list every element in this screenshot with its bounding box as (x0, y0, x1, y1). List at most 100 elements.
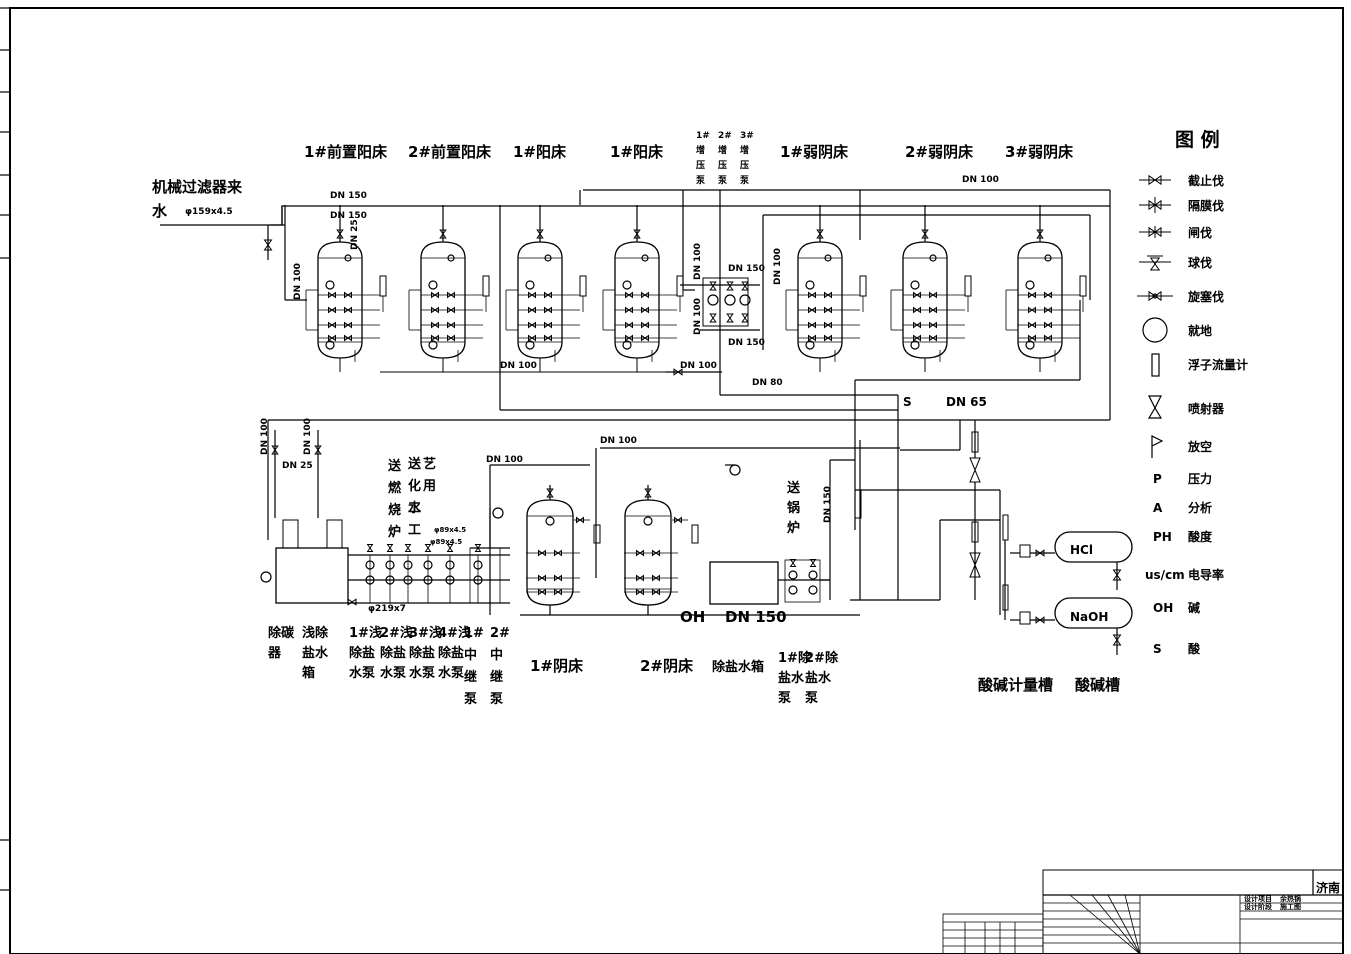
legend-symbol: OH (1153, 601, 1173, 615)
destination-label: 水 (408, 500, 422, 516)
bed-title: 2#前置阳床 (408, 143, 492, 161)
booster-pump-label: 泵 (718, 175, 728, 186)
booster-pump-label: 压 (740, 160, 749, 171)
equipment-label: 酸碱计量槽 (978, 676, 1053, 694)
booster-pump-label: 增 (718, 144, 727, 156)
pump-label: 2#浅 (380, 625, 413, 641)
pump-label: 除盐 (409, 645, 435, 661)
destination-label: 送 (786, 480, 801, 496)
destination-label: 工 (408, 523, 421, 538)
legend-symbol: us/cm (1145, 568, 1185, 582)
legend-symbol: PH (1153, 530, 1172, 544)
booster-pump-label: 3# (740, 131, 754, 141)
destination-label: 送 (407, 456, 422, 472)
pipe-label: DN 100 (693, 298, 703, 335)
destination-label: 燃 (388, 480, 402, 496)
equipment-label: 除碳 (268, 625, 295, 641)
destination-label: 送 (387, 458, 402, 474)
bed-title: 1#阳床 (513, 143, 567, 161)
bed-title: 1#前置阳床 (304, 143, 388, 161)
pipe-label: φ89x4.5 (434, 526, 466, 534)
booster-pump-label: 2# (718, 131, 732, 141)
bed-title: 1#弱阴床 (780, 143, 849, 161)
legend-item-label: 电导率 (1188, 567, 1224, 582)
booster-pump-label: 增 (740, 144, 749, 156)
pump-label: 1# (464, 626, 484, 641)
legend-item-label: 闸伐 (1188, 225, 1212, 240)
booster-pump-label: 1# (696, 131, 710, 141)
legend-item-label: 截止伐 (1188, 173, 1224, 188)
bed-title: 1#阴床 (530, 657, 584, 675)
equipment-label: 浅除 (302, 625, 329, 641)
legend-item-label: 浮子流量计 (1188, 357, 1248, 372)
pipe-label: φ159x4.5 (185, 207, 233, 217)
pipe-label: DN 100 (680, 361, 717, 371)
pipe-label: DN 65 (946, 395, 987, 409)
pipe-label: DN 150 (728, 338, 765, 348)
pipe-label: DN 150 (725, 608, 787, 626)
pump-label: 泵 (464, 692, 477, 707)
title-block-value: 余热锅 (1279, 894, 1301, 903)
legend-item-label: 放空 (1187, 439, 1212, 454)
legend-item-label: 旋塞伐 (1187, 289, 1224, 304)
title-block-label: 设计项目 (1244, 894, 1272, 903)
title-block-value: 施工图 (1280, 902, 1301, 911)
destination-label: 锅 (787, 500, 800, 516)
pipe-label: DN 100 (486, 455, 523, 465)
source-label: 机械过滤器来 (152, 178, 243, 196)
pipe-label: DN 80 (752, 378, 783, 388)
pump-label: 3#浅 (409, 625, 442, 641)
bed-title: 3#弱阴床 (1005, 143, 1074, 161)
equipment-label: 箱 (302, 665, 315, 681)
equipment-label: 盐水 (302, 645, 329, 661)
pipe-label: DN 150 (728, 264, 765, 274)
booster-pump-label: 泵 (740, 175, 750, 186)
pump-label: 继 (464, 669, 477, 685)
tank-label: HCl (1070, 543, 1093, 557)
legend-item-label: 酸 (1188, 641, 1201, 656)
pump-label: 水泵 (409, 665, 435, 681)
pump-label: 水泵 (349, 665, 375, 681)
pipe-label: DN 150 (330, 191, 367, 201)
pump-label: 泵 (805, 691, 818, 706)
legend-item-label: 球伐 (1188, 255, 1212, 270)
destination-label: 用 (422, 479, 436, 494)
destination-label: 炉 (388, 524, 401, 540)
booster-pump-label: 压 (718, 160, 727, 171)
legend-item-label: 分析 (1188, 500, 1212, 515)
pump-label: 除盐 (349, 645, 375, 661)
destination-label: 艺 (423, 456, 436, 472)
pump-label: 中 (464, 647, 477, 663)
pipe-label: DN 100 (293, 263, 303, 300)
pump-label: 4#浅 (438, 625, 471, 641)
pipe-label: φ89x4.5 (430, 538, 462, 546)
legend-item-label: 碱 (1188, 600, 1200, 615)
tank-label: NaOH (1070, 610, 1108, 624)
pump-label: 盐水 (805, 670, 832, 686)
legend-item-label: 隔膜伐 (1188, 198, 1224, 213)
pipe-label: φ219x7 (368, 604, 406, 614)
pump-label: 中 (490, 647, 503, 663)
pump-label: 泵 (778, 691, 791, 706)
pump-label: 1#浅 (349, 625, 382, 641)
pump-label: 2# (490, 626, 510, 641)
pipe-label: DN 100 (303, 418, 313, 455)
pipe-label: S (903, 395, 912, 409)
bed-title: 2#阴床 (640, 657, 694, 675)
legend-item-label: 酸度 (1188, 529, 1213, 544)
equipment-label: 除盐水箱 (712, 659, 764, 675)
legend-symbol: P (1153, 472, 1162, 486)
destination-label: 化 (408, 478, 421, 494)
bed-title: 1#阳床 (610, 143, 664, 161)
pipe-label: DN 25 (350, 219, 360, 250)
booster-pump-label: 增 (696, 144, 705, 156)
pump-label: 除盐 (380, 645, 406, 661)
pump-label: 继 (490, 669, 503, 685)
booster-pump-label: 压 (696, 160, 705, 171)
pump-label: 1#除 (778, 650, 812, 666)
equipment-label: 器 (267, 646, 282, 661)
pump-label: 2#除 (805, 650, 839, 666)
legend-item-label: 喷射器 (1188, 401, 1225, 416)
pipe-label: OH (680, 608, 705, 626)
